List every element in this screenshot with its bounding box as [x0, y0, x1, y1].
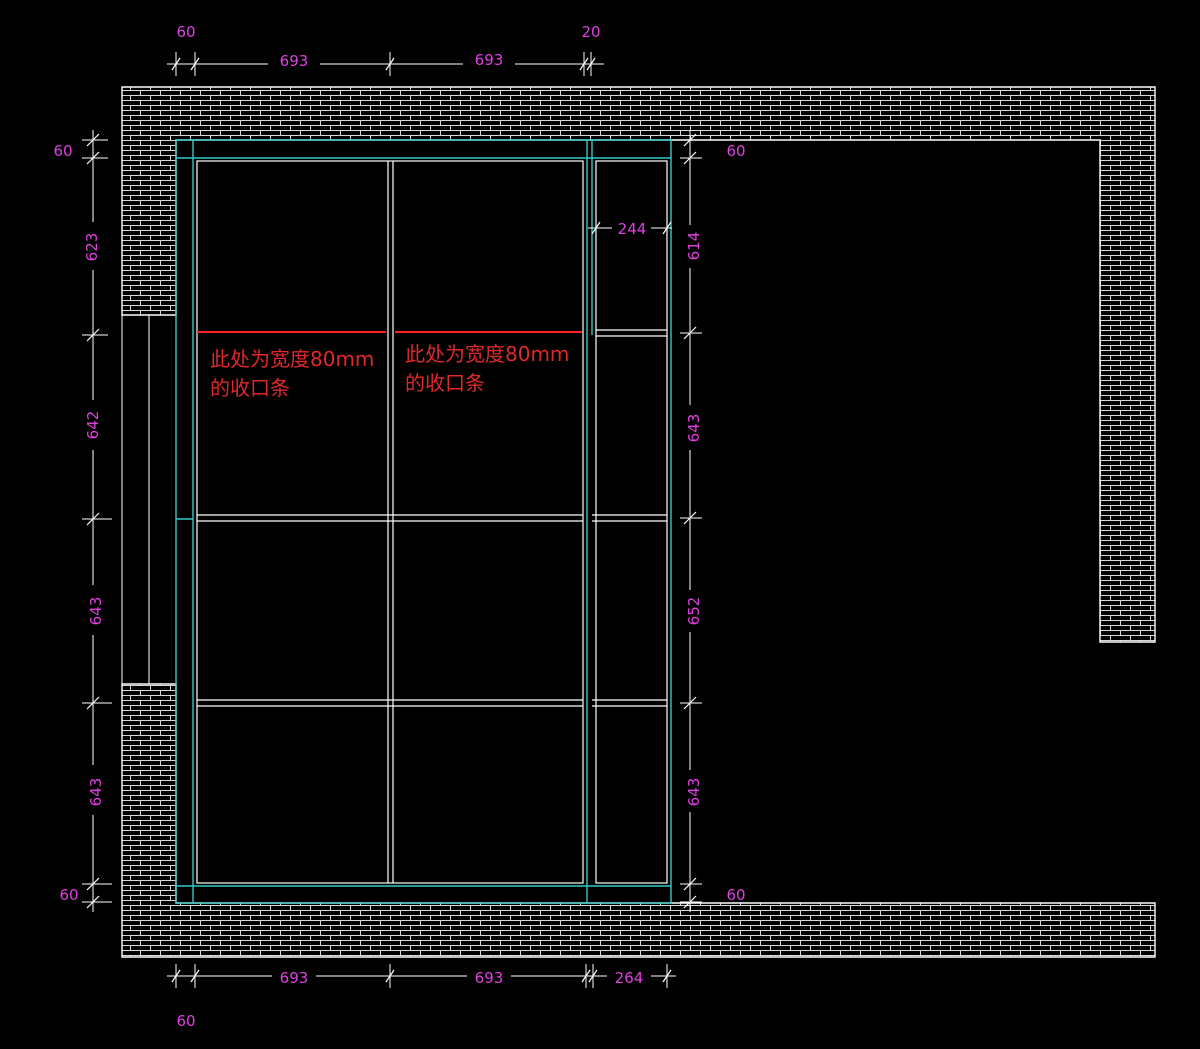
dim-inner-tick-1 [591, 221, 601, 235]
dim-bottom-left-edge: 60 [176, 1012, 195, 1030]
trim-note-right: 此处为宽度80mm 的收口条 [405, 342, 569, 395]
trim-note-left: 此处为宽度80mm 的收口条 [210, 347, 374, 400]
dim-bottom-tick-4 [581, 969, 591, 983]
trim-note-right-line-1: 此处为宽度80mm [405, 342, 569, 366]
left-dimension-chain: 60 623 642 643 643 60 [53, 130, 112, 912]
frame-outer [175, 139, 672, 904]
right-dimension-chain: 60 614 643 652 643 60 [680, 130, 746, 912]
dim-left-row-1: 623 [83, 233, 101, 262]
dim-right-tick-3 [683, 326, 697, 340]
dim-right-row-1: 614 [685, 232, 703, 261]
left-lower-wall [121, 683, 1156, 958]
dim-inner-width: 244 [618, 220, 647, 238]
dim-right-tick-1 [683, 133, 697, 147]
brick-walls [121, 86, 1156, 958]
dim-top-right-edge: 20 [581, 23, 600, 41]
dim-right-row-2: 643 [685, 414, 703, 443]
dim-bottom-tick-5 [588, 969, 598, 983]
dim-bottom-panel-2: 693 [475, 969, 504, 987]
trim-note-right-line-2: 的收口条 [405, 371, 485, 395]
door-panels [196, 160, 668, 884]
bottom-dimension-chain: 693 693 264 60 [167, 964, 676, 1030]
dim-left-row-3: 643 [87, 597, 105, 626]
dim-left-row-4: 643 [87, 778, 105, 807]
dim-right-tick-6 [683, 877, 697, 891]
dim-left-row-2: 642 [84, 411, 102, 440]
dim-bottom-tick-3 [385, 969, 395, 983]
dim-left-bottom-edge: 60 [59, 886, 78, 904]
dim-top-left-edge: 60 [176, 23, 195, 41]
side-cabinet-outer [595, 160, 668, 884]
inner-width-dimension: 244 [588, 220, 672, 238]
dim-left-tick-6 [86, 877, 100, 891]
dim-right-tick-4 [683, 511, 697, 525]
dim-inner-tick-2 [662, 221, 672, 235]
dim-bottom-tick-1 [171, 969, 181, 983]
dim-top-tick-4 [579, 57, 589, 71]
trim-note-left-line-1: 此处为宽度80mm [210, 347, 374, 371]
dim-top-tick-3 [385, 57, 395, 71]
dim-left-tick-5 [86, 696, 100, 710]
dim-bottom-tick-6 [662, 969, 672, 983]
dim-top-panel-1: 693 [280, 52, 309, 70]
dim-right-tick-2 [683, 151, 697, 165]
dim-bottom-side-cabinet: 264 [615, 969, 644, 987]
dim-top-tick-5 [586, 57, 596, 71]
dim-left-tick-2 [86, 151, 100, 165]
dim-left-top-edge: 60 [53, 142, 72, 160]
dim-bottom-tick-2 [190, 969, 200, 983]
panel-outer [196, 160, 584, 884]
cabinet-frame [175, 139, 672, 904]
dim-top-panel-2: 693 [475, 51, 504, 69]
dim-bottom-panel-1: 693 [280, 969, 309, 987]
dim-top-tick-2 [190, 57, 200, 71]
dim-left-tick-1 [86, 133, 100, 147]
trim-note-left-line-2: 的收口条 [210, 376, 290, 400]
dim-left-tick-7 [86, 895, 100, 909]
dim-top-tick-1 [171, 57, 181, 71]
top-dimension-chain: 60 693 693 20 [167, 23, 604, 76]
dim-left-tick-3 [86, 328, 100, 342]
dim-right-bottom-edge: 60 [726, 886, 745, 904]
dim-right-top-edge: 60 [726, 142, 745, 160]
dim-right-tick-7 [683, 895, 697, 909]
dim-right-tick-5 [683, 696, 697, 710]
dim-right-row-3: 652 [685, 597, 703, 626]
dim-left-tick-4 [86, 512, 100, 526]
dim-right-row-4: 643 [685, 778, 703, 807]
